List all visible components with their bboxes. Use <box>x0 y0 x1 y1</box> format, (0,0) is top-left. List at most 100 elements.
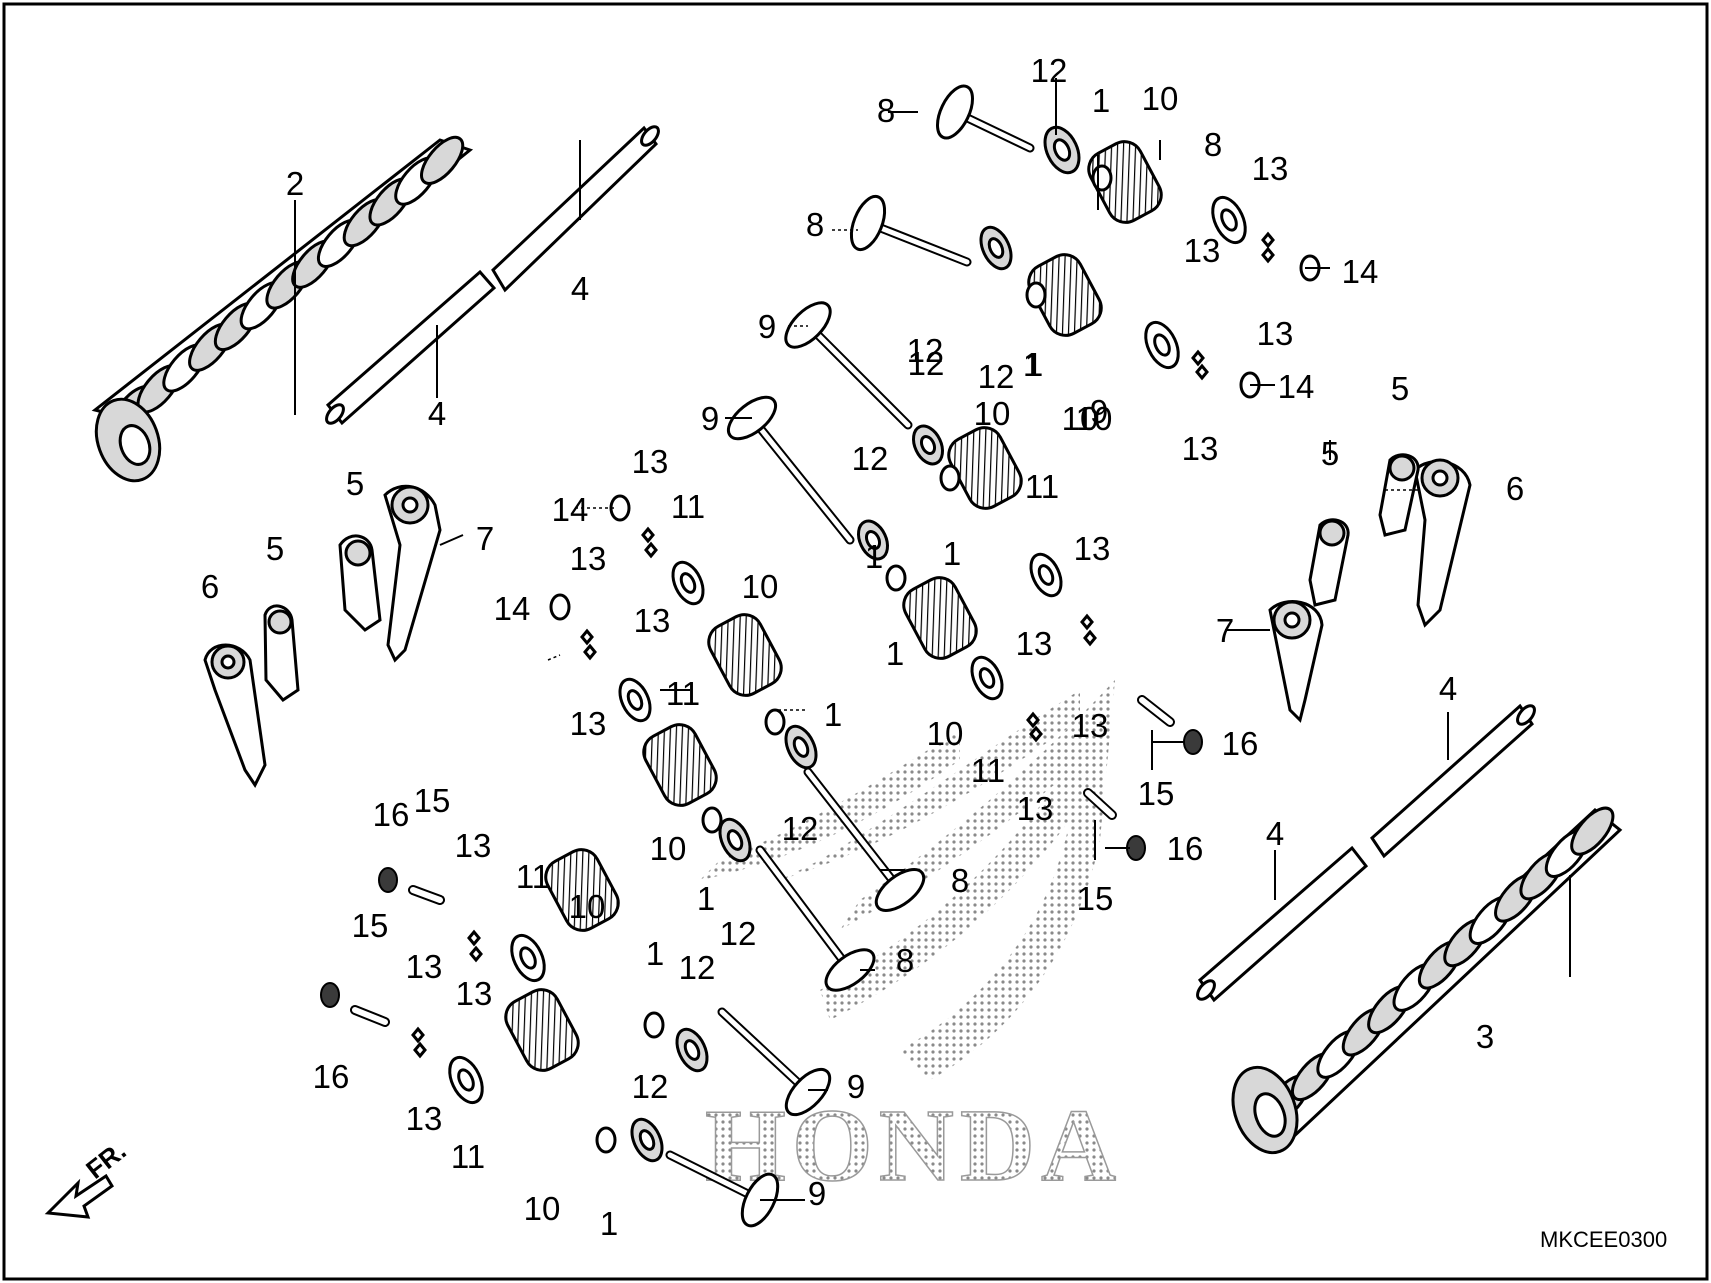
rocker-arm-5-right-b <box>1308 518 1350 607</box>
callout-12: 12 <box>852 440 889 477</box>
rocker-arm-5-right-a <box>1378 453 1420 537</box>
ring-hole <box>978 667 996 689</box>
front-direction-arrow: FR. <box>44 1135 132 1219</box>
callout-13: 13 <box>632 443 669 480</box>
callout-9: 9 <box>701 400 719 437</box>
callout-13: 13 <box>456 975 493 1012</box>
callout-12: 12 <box>679 949 716 986</box>
callout-9: 9 <box>847 1068 865 1105</box>
callout-6: 6 <box>201 568 219 605</box>
cotter <box>1195 363 1209 381</box>
cap-nut <box>320 982 340 1008</box>
callout-10: 10 <box>1142 80 1179 117</box>
honda-wing-watermark <box>700 680 1115 1080</box>
cotter <box>641 526 655 544</box>
fr-label: FR. <box>80 1135 131 1184</box>
ring-hole <box>519 946 537 970</box>
callout-13: 13 <box>406 1100 443 1137</box>
cam-lobe <box>420 135 465 185</box>
valve-stem-fill <box>667 1152 763 1203</box>
callout-5: 5 <box>1321 435 1339 472</box>
callout-4: 4 <box>1439 670 1457 707</box>
rocker-arm-5-left-b <box>263 604 300 702</box>
valve-cotter-cap <box>701 806 723 834</box>
cap-nut <box>1183 729 1203 755</box>
valve-head <box>874 868 926 912</box>
callout-8: 8 <box>951 862 969 899</box>
callout-11: 11 <box>971 752 1005 789</box>
callout-14: 14 <box>1342 253 1379 290</box>
rocker-pin-fill <box>410 887 443 903</box>
callout-12: 12 <box>908 345 945 382</box>
rocker-arm-7-right <box>1268 600 1324 723</box>
valve-head <box>936 84 974 140</box>
rocker-shaft-upper <box>491 125 660 293</box>
callout-8: 8 <box>877 92 895 129</box>
spring-coil <box>902 576 978 660</box>
callout-10: 10 <box>974 395 1011 432</box>
cotter <box>583 643 597 661</box>
rocker-shaft-right-upper <box>1370 703 1536 859</box>
callout-12: 12 <box>720 915 757 952</box>
callout-1: 1 <box>865 538 883 575</box>
ring-hole <box>457 1068 475 1092</box>
cotter <box>580 628 594 646</box>
spring-coil <box>947 426 1023 510</box>
callout-1: 1 <box>943 535 961 572</box>
callout-1: 1 <box>1092 82 1110 119</box>
valve-spring <box>544 848 620 932</box>
callout-13: 13 <box>634 602 671 639</box>
callout-3: 3 <box>1476 1018 1494 1055</box>
rocker-pin-fill <box>352 1007 388 1025</box>
callout-8: 8 <box>806 206 824 243</box>
callout-15: 15 <box>414 782 451 819</box>
callout-13: 13 <box>1074 530 1111 567</box>
callout-13: 13 <box>1017 790 1054 827</box>
callout-13: 13 <box>455 827 492 864</box>
camshaft-2 <box>91 135 474 483</box>
callout-5: 5 <box>1391 370 1409 407</box>
callout-7: 7 <box>1216 612 1234 649</box>
valve-cotter-cap <box>595 1126 617 1154</box>
callout-13: 13 <box>1182 430 1219 467</box>
valve-head <box>849 194 887 252</box>
ring-hole <box>1037 564 1055 586</box>
valve-spring <box>504 988 580 1072</box>
leader-lines <box>294 78 1571 1201</box>
ring-hole <box>626 689 644 711</box>
cotter <box>1029 725 1043 743</box>
rocker-arm-5-left <box>338 534 382 632</box>
callout-13: 13 <box>406 948 443 985</box>
callout-9: 9 <box>758 308 776 345</box>
spring-coil <box>544 848 620 932</box>
callout-15: 15 <box>352 907 389 944</box>
valve-cotter-cap <box>764 708 786 736</box>
rocker-arm-6-left <box>203 643 267 788</box>
callout-10: 10 <box>1076 400 1113 437</box>
callout-11: 11 <box>516 858 550 895</box>
valve-cotter-cap <box>643 1011 665 1039</box>
ring-hole <box>919 434 937 456</box>
callout-4: 4 <box>571 270 589 307</box>
callout-15: 15 <box>1077 880 1114 917</box>
callout-2: 2 <box>286 165 304 202</box>
callout-1: 1 <box>1025 346 1043 383</box>
figure-code: MKCEE0300 <box>1540 1227 1667 1252</box>
leader-line <box>439 534 464 546</box>
callout-1: 1 <box>697 880 715 917</box>
cotter <box>1261 231 1275 249</box>
cotter <box>469 945 483 963</box>
spring-coil <box>642 723 718 807</box>
callout-14: 14 <box>494 590 531 627</box>
valve-head <box>784 1067 832 1117</box>
ring-hole <box>683 1039 701 1061</box>
spring-coil <box>1087 140 1163 224</box>
callout-13: 13 <box>1072 707 1109 744</box>
ring-hole <box>726 829 744 851</box>
callout-16: 16 <box>1167 830 1204 867</box>
rocker-shaft-lower <box>325 269 497 426</box>
valve-cotter-cap <box>1091 164 1113 192</box>
callout-16: 16 <box>373 796 410 833</box>
